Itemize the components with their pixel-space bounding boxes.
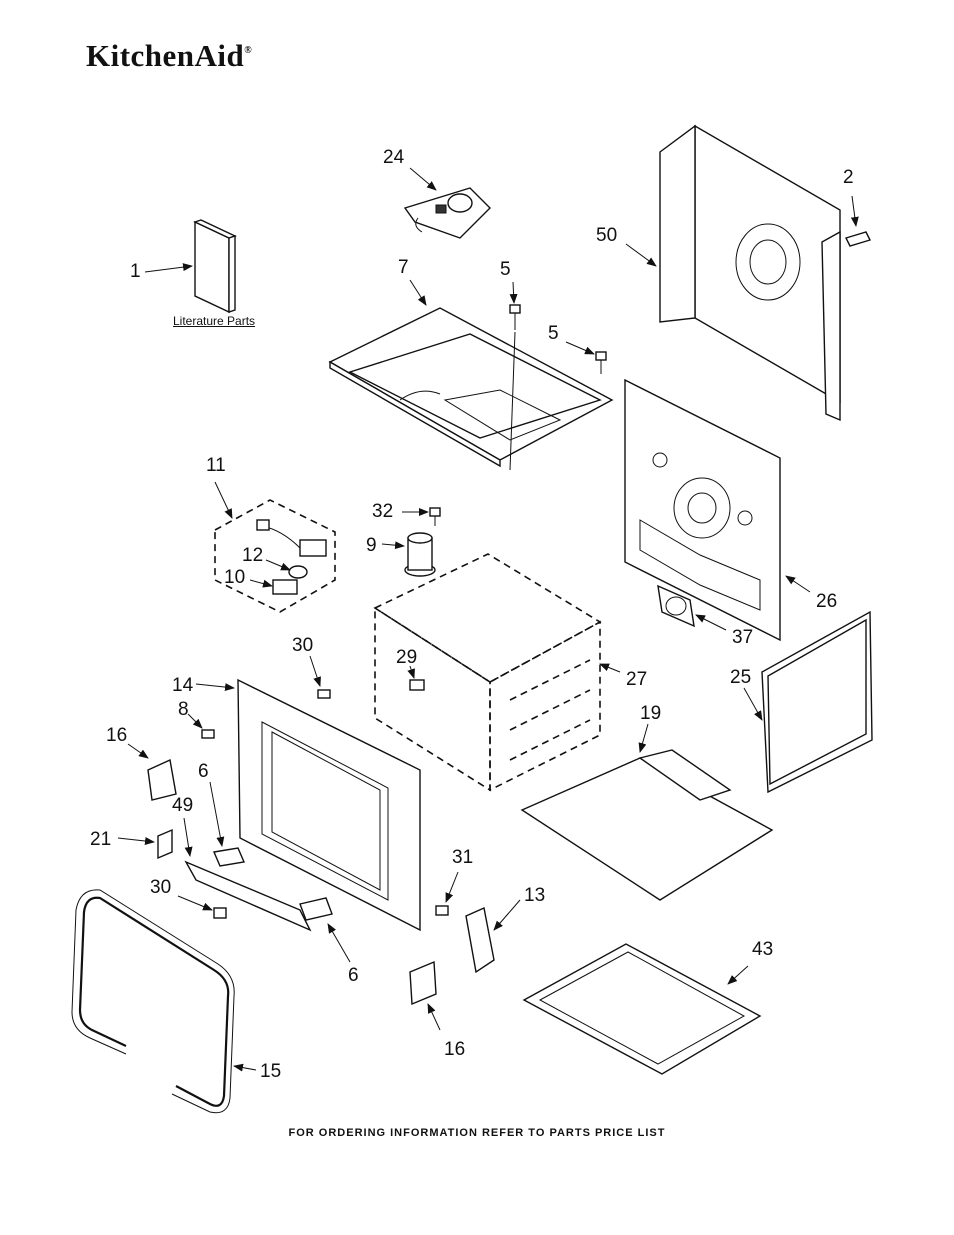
callout-12: 12 [242, 545, 264, 566]
part-49-trim [184, 860, 312, 932]
part-25-panel [761, 610, 873, 794]
callout-15: 15 [260, 1061, 282, 1082]
ordering-info-footer: FOR ORDERING INFORMATION REFER TO PARTS … [288, 1127, 666, 1139]
part-15-door-gasket [71, 889, 235, 1114]
part-19-bottom-panel [520, 749, 774, 901]
part-43-base-tray [522, 943, 762, 1075]
part-2-screw [845, 231, 871, 247]
callout-30b: 30 [150, 877, 172, 898]
callout-25: 25 [730, 667, 752, 688]
callout-8: 8 [178, 699, 189, 720]
callout-24: 24 [383, 147, 405, 168]
part-9-vent-tube [404, 532, 436, 577]
part-5-screw-b [595, 351, 607, 374]
logo-text: KitchenAid [86, 38, 245, 73]
part-21-clip [157, 828, 173, 860]
callout-26: 26 [816, 591, 838, 612]
part-6-block-a [213, 847, 245, 867]
part-30-screw-b [213, 907, 227, 919]
part-37-thermal-fuse [657, 584, 695, 628]
callout-31: 31 [452, 847, 474, 868]
part-16-bracket-a [147, 758, 177, 801]
part-14-front-frame [237, 678, 421, 932]
part-31-screw [435, 905, 449, 916]
callout-7: 7 [398, 257, 409, 278]
part-5-screw-a [509, 304, 521, 330]
literature-parts-label: Literature Parts [173, 314, 256, 328]
callout-10: 10 [224, 567, 246, 588]
part-27-oven-cavity [373, 553, 602, 792]
part-13-bracket [465, 907, 495, 974]
part-32-screw [429, 507, 441, 526]
part-24-motor-assembly [403, 187, 491, 239]
callout-11: 11 [206, 455, 226, 476]
callout-29: 29 [396, 647, 418, 668]
callout-6b: 6 [348, 965, 359, 986]
callout-16a: 16 [106, 725, 128, 746]
callout-16b: 16 [444, 1039, 466, 1060]
part-1-literature [193, 219, 237, 314]
callout-2: 2 [843, 167, 854, 188]
part-50-back-panel [659, 124, 841, 422]
callout-32: 32 [372, 501, 394, 522]
callout-27: 27 [626, 669, 648, 690]
part-16-bracket-b [409, 960, 437, 1006]
callout-9: 9 [366, 535, 377, 556]
callout-49: 49 [172, 795, 194, 816]
callout-30a: 30 [292, 635, 314, 656]
part-26-rear-panel [624, 378, 781, 642]
callout-21: 21 [90, 829, 112, 850]
part-11-lamp-kit [214, 499, 336, 613]
callout-37: 37 [732, 627, 754, 648]
callout-6a: 6 [198, 761, 209, 782]
callout-5b: 5 [548, 323, 559, 344]
callout-13: 13 [524, 885, 546, 906]
callout-5a: 5 [500, 259, 511, 280]
trademark-symbol: ® [244, 44, 253, 56]
part-30-screw-a [317, 689, 331, 699]
part-8-screw [201, 729, 215, 739]
part-6-block-b [299, 897, 333, 921]
callout-14: 14 [172, 675, 194, 696]
part-7-top-panel [328, 307, 614, 471]
callout-43: 43 [752, 939, 774, 960]
callout-19: 19 [640, 703, 662, 724]
kitchenaid-logo: KitchenAid® [86, 38, 252, 74]
callout-1: 1 [130, 261, 141, 282]
part-29-sensor [409, 679, 425, 691]
callout-50: 50 [596, 225, 618, 246]
